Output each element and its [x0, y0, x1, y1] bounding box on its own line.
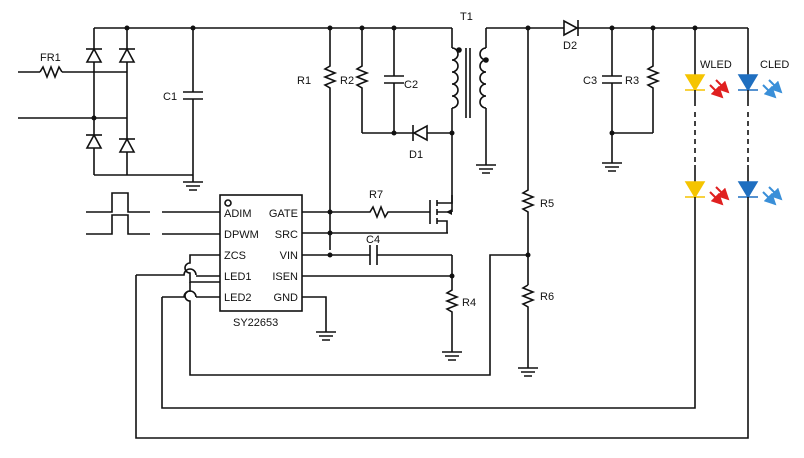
ground-symbol — [602, 162, 622, 172]
light-emission-icon — [762, 191, 777, 206]
pin-zcs: ZCS — [224, 250, 246, 262]
r5-label: R5 — [540, 198, 554, 210]
c1-label: C1 — [163, 91, 177, 103]
c2-label: C2 — [404, 79, 418, 91]
bridge-rectifier — [85, 25, 136, 176]
pin-gate: GATE — [269, 208, 298, 220]
pin-vin: VIN — [280, 250, 298, 262]
mosfet-switch — [429, 195, 453, 233]
resistor-r1: R1 — [297, 28, 338, 250]
wled-diode — [684, 74, 706, 92]
bridge-diode — [118, 47, 136, 63]
ic-ground — [302, 296, 336, 341]
capacitor-c4: C4 — [302, 234, 452, 265]
wled-string: WLED — [161, 28, 732, 409]
pin-isen: ISEN — [272, 271, 298, 283]
pin-src: SRC — [275, 229, 298, 241]
diode-d1: D1 — [409, 124, 452, 161]
resistor-r7: R7 — [302, 189, 430, 220]
d1-label: D1 — [409, 149, 423, 161]
r7-label: R7 — [369, 189, 383, 201]
bridge-diode — [85, 133, 103, 149]
diode-d2: D2 — [563, 19, 748, 52]
ground-symbol — [476, 164, 496, 174]
r4-label: R4 — [462, 297, 476, 309]
d2-label: D2 — [563, 40, 577, 52]
cled-label: CLED — [760, 59, 789, 71]
resistor-r4: R4 — [302, 255, 476, 352]
ground-symbol — [518, 367, 538, 377]
wled-diode — [684, 181, 706, 199]
pin-gnd: GND — [274, 292, 299, 304]
ic-body — [219, 194, 303, 312]
ground-symbol — [183, 175, 203, 191]
adim-pwm-waveform — [86, 192, 220, 213]
r1-label: R1 — [297, 75, 311, 87]
fuse-resistor-fr1: FR1 — [39, 52, 94, 80]
light-emission-icon — [709, 84, 724, 99]
fr1-label: FR1 — [40, 52, 61, 64]
ic-part-number: SY22653 — [233, 317, 278, 329]
capacitor-c3: C3 — [583, 28, 622, 163]
r3-label: R3 — [625, 75, 639, 87]
bridge-diode — [85, 47, 103, 63]
cled-diode — [737, 181, 759, 199]
t1-label: T1 — [460, 11, 473, 23]
r6-label: R6 — [540, 291, 554, 303]
c4-label: C4 — [366, 234, 380, 246]
dpwm-pwm-waveform — [86, 214, 220, 235]
resistor-r6: R6 — [520, 284, 554, 368]
ground-symbol — [442, 351, 462, 361]
resistor-r3: R3 — [609, 28, 661, 136]
c3-label: C3 — [583, 75, 597, 87]
controller-ic: ADIM DPWM ZCS LED1 LED2 GATE SRC VIN ISE… — [219, 194, 303, 329]
pin-led2: LED2 — [224, 292, 252, 304]
bridge-diode — [118, 137, 136, 153]
capacitor-c2: C2 — [384, 28, 418, 133]
light-emission-icon — [709, 191, 724, 206]
cled-diode — [737, 74, 759, 92]
ac-input — [18, 71, 94, 119]
cled-string: CLED — [135, 28, 789, 439]
r2-label: R2 — [340, 75, 354, 87]
pin-adim: ADIM — [224, 208, 252, 220]
capacitor-c1: C1 — [163, 28, 203, 175]
resistor-r5: R5 — [520, 28, 554, 285]
left-pin-wiring — [136, 254, 528, 376]
light-emission-icon — [762, 84, 777, 99]
pin-led1: LED1 — [224, 271, 252, 283]
wled-label: WLED — [700, 59, 732, 71]
pin-dpwm: DPWM — [224, 229, 259, 241]
resistor-r2: R2 — [340, 28, 370, 133]
transformer-t1: T1 — [451, 11, 489, 205]
